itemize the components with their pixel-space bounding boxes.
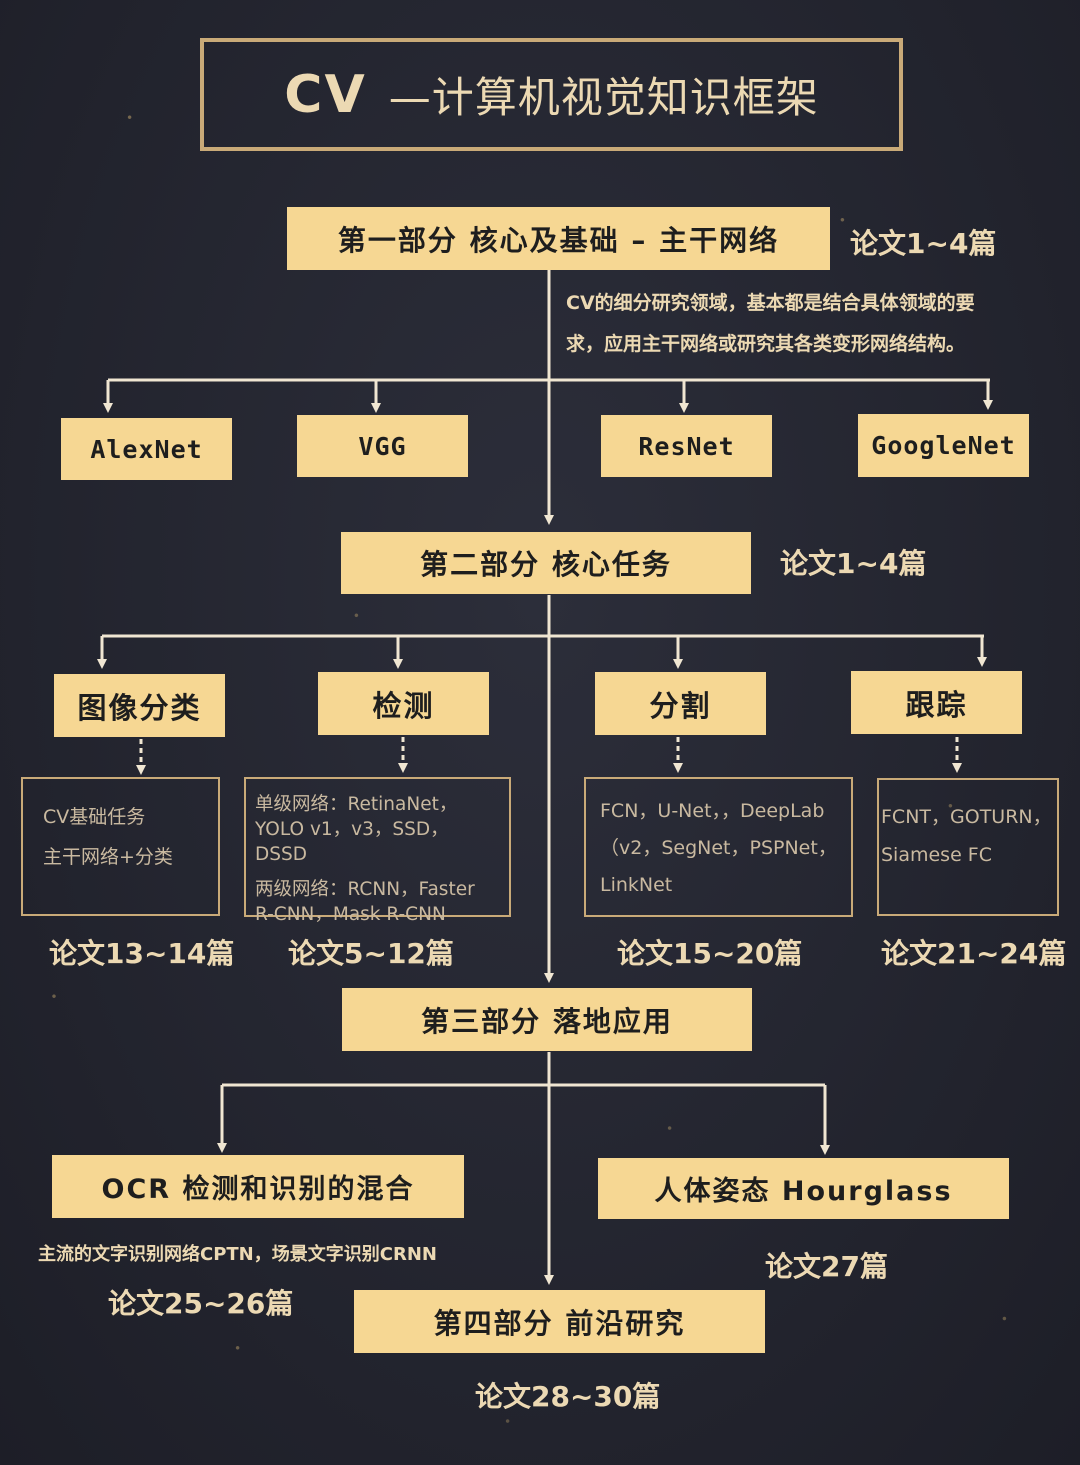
app-ocr-note: 主流的文字识别网络CPTN，场景文字识别CRNN xyxy=(38,1244,437,1265)
part4-papers: 论文28~30篇 xyxy=(475,1380,661,1413)
part2-box: 第二部分 核心任务 xyxy=(341,532,751,594)
task-track-line: FCNT，GOTURN， xyxy=(881,806,1052,828)
part1-papers: 论文1~4篇 xyxy=(850,227,997,260)
part1-box: 第一部分 核心及基础 – 主干网络 xyxy=(287,207,830,270)
task-detect-box: 检测 xyxy=(318,672,489,735)
task-track-papers: 论文21~24篇 xyxy=(881,937,1067,970)
task-segment-detail: FCN，U-Net，，DeepLab （v2，SegNet，PSPNet， Li… xyxy=(584,777,853,917)
task-detect-line: 两级网络：RCNN，Faster xyxy=(255,879,475,900)
task-track-line: Siamese FC xyxy=(881,844,993,866)
task-classify-papers: 论文13~14篇 xyxy=(49,937,235,970)
backbone-vgg: VGG xyxy=(297,415,468,477)
task-segment-box: 分割 xyxy=(595,672,766,735)
task-segment-line: （v2，SegNet，PSPNet， xyxy=(600,837,837,859)
part3-box: 第三部分 落地应用 xyxy=(342,988,752,1051)
task-detect-papers: 论文5~12篇 xyxy=(288,937,454,970)
task-classify-line: CV基础任务 xyxy=(43,806,146,828)
title-text: —计算机视觉知识框架 xyxy=(388,73,819,122)
backbone-resnet: ResNet xyxy=(601,415,772,477)
part2-papers: 论文1~4篇 xyxy=(780,547,927,580)
part1-note: CV的细分研究领域，基本都是结合具体领域的要 求，应用主干网络或研究其各类变形网… xyxy=(566,283,1066,365)
part4-box: 第四部分 前沿研究 xyxy=(354,1290,765,1353)
title-cv: CV xyxy=(284,64,367,125)
task-detect-detail: 单级网络：RetinaNet， YOLO v1，v3，SSD，DSSD 两级网络… xyxy=(244,777,511,925)
backbone-alexnet: AlexNet xyxy=(61,418,232,480)
app-pose-papers: 论文27篇 xyxy=(765,1250,888,1283)
page-title: CV —计算机视觉知识框架 xyxy=(200,38,903,151)
task-detect-line: 单级网络：RetinaNet， xyxy=(255,794,458,815)
app-pose-box: 人体姿态 Hourglass xyxy=(598,1158,1009,1219)
part1-note-line2: 求，应用主干网络或研究其各类变形网络结构。 xyxy=(566,333,966,355)
task-segment-line: FCN，U-Net，，DeepLab xyxy=(600,800,825,822)
task-segment-papers: 论文15~20篇 xyxy=(617,937,803,970)
task-segment-line: LinkNet xyxy=(600,874,673,896)
part1-note-line1: CV的细分研究领域，基本都是结合具体领域的要 xyxy=(566,292,975,314)
task-detect-line: YOLO v1，v3，SSD，DSSD xyxy=(255,819,449,865)
app-ocr-box: OCR 检测和识别的混合 xyxy=(52,1155,464,1218)
app-ocr-papers: 论文25~26篇 xyxy=(108,1287,294,1320)
task-classify-line: 主干网络+分类 xyxy=(43,846,173,868)
task-detect-line: R-CNN，Mask R-CNN xyxy=(255,904,446,925)
backbone-googlenet: GoogleNet xyxy=(858,414,1029,477)
task-track-box: 跟踪 xyxy=(851,671,1022,734)
task-classify-detail: CV基础任务 主干网络+分类 xyxy=(21,777,220,916)
task-track-detail: FCNT，GOTURN， Siamese FC xyxy=(877,778,1059,916)
task-classify-box: 图像分类 xyxy=(54,674,225,737)
